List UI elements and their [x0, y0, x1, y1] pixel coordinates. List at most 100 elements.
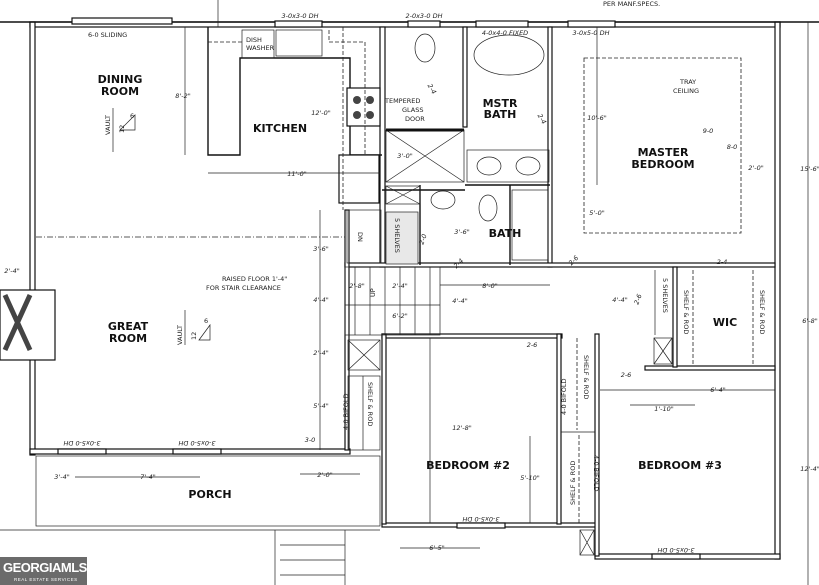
- svg-text:3-0x5-0 DH: 3-0x5-0 DH: [657, 546, 694, 554]
- svg-text:ROOM: ROOM: [101, 85, 139, 98]
- svg-text:SHELF & ROD: SHELF & ROD: [582, 355, 590, 399]
- svg-text:DISH: DISH: [246, 36, 262, 44]
- georgia-mls-logo: GEORGIAMLS REAL ESTATE SERVICES: [0, 557, 87, 585]
- svg-text:2-6: 2-6: [527, 341, 538, 349]
- kitchen-counter: [207, 27, 382, 210]
- svg-text:2-4: 2-4: [452, 257, 465, 270]
- svg-text:3-0x5-0 DH: 3-0x5-0 DH: [63, 439, 100, 447]
- range-icon: [346, 87, 381, 127]
- stairs: [344, 209, 441, 336]
- svg-text:RAISED FLOOR 1'-4": RAISED FLOOR 1'-4": [222, 275, 287, 283]
- svg-text:7'-4": 7'-4": [140, 473, 155, 481]
- svg-text:2'-4": 2'-4": [392, 282, 407, 290]
- svg-text:8'-2": 8'-2": [175, 92, 190, 100]
- svg-text:DN: DN: [356, 232, 364, 242]
- svg-text:15'-6": 15'-6": [800, 165, 819, 173]
- room-label-mstr-bath: MSTR: [483, 97, 518, 110]
- svg-text:VAULT: VAULT: [104, 115, 112, 135]
- svg-text:3'-0": 3'-0": [397, 152, 412, 160]
- dimension-labels: 8'-2" 12'-0" 11'-0" 3'-6" 2'-4" 4'-4" 2'…: [4, 82, 819, 552]
- svg-text:2-0: 2-0: [418, 233, 429, 246]
- bath-fixtures: [385, 33, 550, 261]
- svg-text:2-6: 2-6: [633, 293, 644, 306]
- svg-text:1'-10": 1'-10": [654, 405, 674, 413]
- svg-text:3'-6": 3'-6": [313, 245, 328, 253]
- svg-text:9-0: 9-0: [703, 127, 714, 135]
- svg-text:2'-4": 2'-4": [4, 267, 19, 275]
- svg-text:12'-4": 12'-4": [800, 465, 819, 473]
- svg-text:8-0: 8-0: [727, 143, 738, 151]
- porch: [0, 455, 381, 585]
- svg-text:6'-5": 6'-5": [429, 544, 444, 552]
- svg-text:ROOM: ROOM: [109, 332, 147, 345]
- window-labels: 3-0x3-0 DH 2-0x3-0 DH 4-0x4-0 FIXED 3-0x…: [63, 12, 694, 554]
- svg-text:3-0: 3-0: [305, 436, 316, 444]
- svg-text:4'-4": 4'-4": [313, 296, 328, 304]
- room-label-great: GREAT: [108, 320, 149, 333]
- svg-text:UP: UP: [369, 288, 377, 297]
- svg-text:6'-4": 6'-4": [710, 386, 725, 394]
- svg-text:2-4: 2-4: [717, 258, 728, 266]
- svg-text:3-0x5-0 DH: 3-0x5-0 DH: [178, 439, 215, 447]
- svg-text:SHELF & ROD: SHELF & ROD: [366, 382, 374, 426]
- notes: 6-0 SLIDING DISH WASHER TEMPERED GLASS D…: [88, 0, 766, 505]
- closets: [347, 270, 754, 525]
- svg-text:10'-6": 10'-6": [587, 114, 607, 122]
- svg-text:GLASS: GLASS: [402, 106, 424, 114]
- fireplace-icon: [0, 289, 56, 361]
- svg-text:5'-10": 5'-10": [520, 474, 540, 482]
- tub-icon: [473, 34, 545, 76]
- svg-text:4'-4": 4'-4": [612, 296, 627, 304]
- svg-text:BEDROOM: BEDROOM: [631, 158, 694, 171]
- svg-text:4-0 BIFOLD: 4-0 BIFOLD: [342, 393, 350, 430]
- svg-text:2-0x3-0 DH: 2-0x3-0 DH: [405, 12, 442, 20]
- room-label-kitchen: KITCHEN: [253, 122, 307, 135]
- svg-text:3-0x5-0 DH: 3-0x5-0 DH: [572, 29, 609, 37]
- svg-text:6'-8": 6'-8": [802, 317, 817, 325]
- room-label-wic: WIC: [713, 316, 737, 329]
- svg-text:12: 12: [190, 332, 198, 340]
- svg-text:5 SHELVES: 5 SHELVES: [393, 218, 401, 253]
- svg-text:2'-0": 2'-0": [748, 164, 763, 172]
- chase-boxes: [347, 185, 673, 556]
- svg-text:2'-0": 2'-0": [317, 471, 332, 479]
- svg-text:3-0x5-0 DH: 3-0x5-0 DH: [462, 515, 499, 523]
- toilet-icon: [478, 194, 498, 222]
- room-label-bedroom-2: BEDROOM #2: [426, 459, 510, 472]
- toilet-icon: [414, 33, 436, 63]
- tub-icon: [511, 189, 549, 261]
- svg-text:WASHER: WASHER: [246, 44, 275, 52]
- room-label-dining: DINING: [98, 73, 143, 86]
- svg-text:SHELF & ROD: SHELF & ROD: [682, 290, 690, 334]
- svg-text:TRAY: TRAY: [679, 78, 696, 86]
- svg-text:4-0x4-0 FIXED: 4-0x4-0 FIXED: [482, 29, 528, 37]
- room-labels: DINING ROOM KITCHEN GREAT ROOM PORCH MST…: [98, 73, 738, 501]
- vanity: [466, 149, 550, 183]
- svg-text:12: 12: [118, 125, 126, 133]
- room-label-bath: BATH: [489, 227, 522, 240]
- sink-icon: [430, 190, 456, 210]
- room-label-porch: PORCH: [188, 488, 231, 501]
- svg-text:5'-0": 5'-0": [589, 209, 604, 217]
- refrigerator-icon: [338, 154, 380, 204]
- room-label-master: MASTER: [638, 146, 689, 159]
- svg-text:8'-0": 8'-0": [482, 282, 497, 290]
- svg-text:2-6: 2-6: [621, 371, 632, 379]
- svg-text:6: 6: [204, 317, 208, 325]
- svg-text:VAULT: VAULT: [176, 325, 184, 345]
- svg-text:6-0 SLIDING: 6-0 SLIDING: [88, 31, 127, 39]
- sink-icon: [275, 29, 323, 57]
- svg-text:CEILING: CEILING: [673, 87, 699, 95]
- svg-text:5'-4": 5'-4": [313, 402, 328, 410]
- svg-text:2-4: 2-4: [426, 82, 438, 95]
- svg-text:6: 6: [130, 112, 134, 120]
- svg-text:5 SHELVES: 5 SHELVES: [661, 278, 669, 313]
- svg-text:11'-0": 11'-0": [287, 170, 307, 178]
- dishwasher: [241, 29, 275, 59]
- svg-text:TEMPERED: TEMPERED: [384, 97, 420, 105]
- svg-text:6'-2": 6'-2": [392, 312, 407, 320]
- room-label-bedroom-3: BEDROOM #3: [638, 459, 722, 472]
- svg-text:12'-8": 12'-8": [452, 424, 472, 432]
